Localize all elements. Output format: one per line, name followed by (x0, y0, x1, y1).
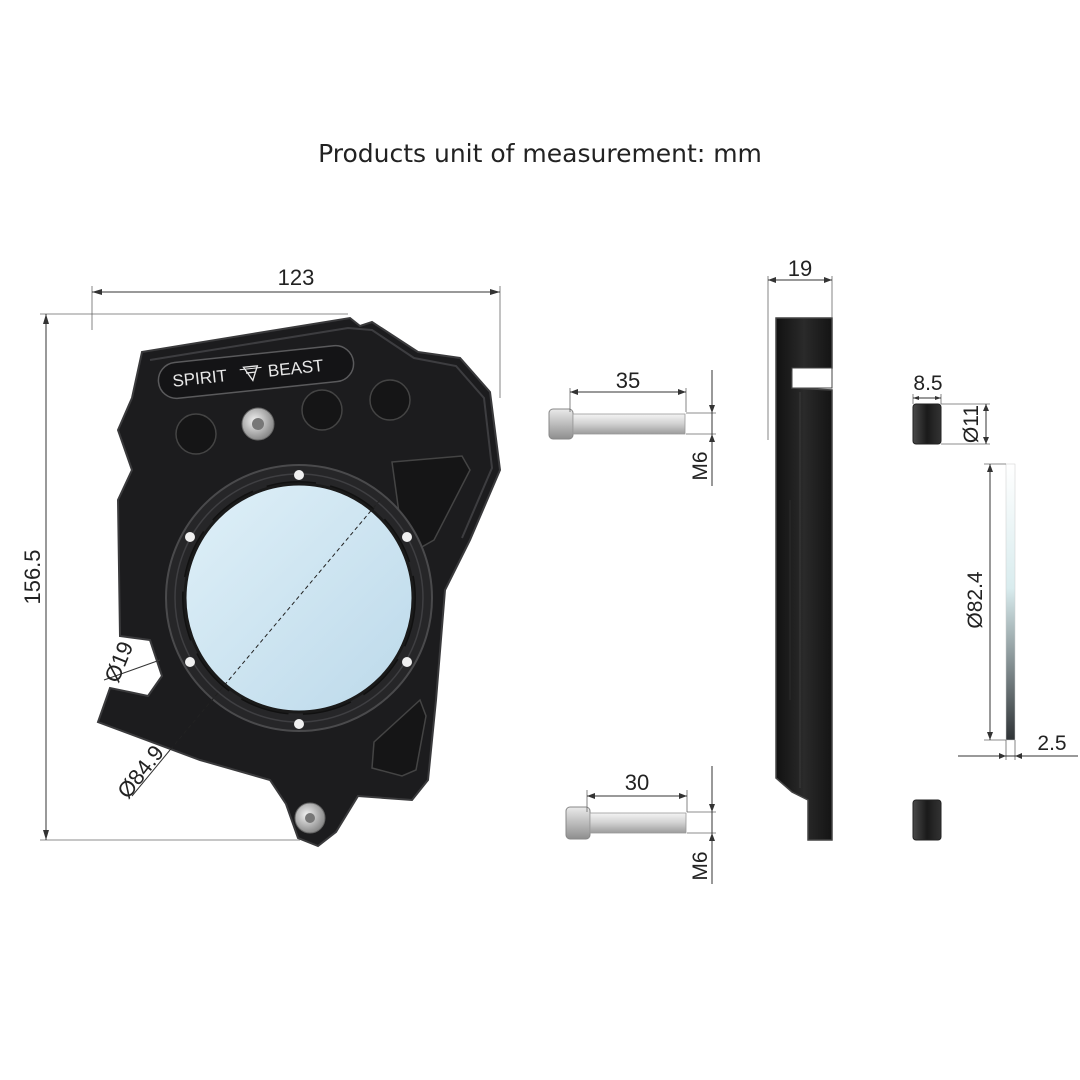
sprocket-cover-front-view: SPIRIT BEAST (96, 316, 502, 848)
bolt2-head (565, 806, 591, 840)
spirit-beast-logo: SPIRIT BEAST (157, 344, 355, 400)
bolt-pocket-3 (301, 389, 343, 431)
bolt-shank (572, 413, 686, 435)
lens-side-view: Ø82.4 2.5 (958, 463, 1078, 760)
bolt-m6x35: 35 M6 (548, 368, 716, 486)
spacer-bottom (912, 799, 942, 841)
dim-spacer-length-label: 8.5 (913, 372, 942, 395)
dim-lens-thickness-label: 2.5 (1037, 732, 1066, 755)
dim-width-label: 123 (278, 265, 315, 290)
logo-emblem-icon (239, 365, 262, 382)
dim-bolt1-thread-label: M6 (689, 451, 712, 480)
dim-thickness-label: 19 (788, 256, 812, 281)
dim-bolt2-length-label: 30 (625, 770, 649, 795)
pocket-lower-right (371, 698, 427, 777)
plate-edge-bevel (149, 326, 494, 539)
dim-height-label: 156.5 (20, 549, 45, 604)
spacer-top: 8.5 Ø11 (912, 372, 990, 445)
side-view-dimensions: 19 (767, 256, 833, 440)
ring-bolt-holes (185, 470, 412, 729)
screw-socket-bottom (305, 813, 315, 823)
dim-notch-diameter-label: Ø19 (99, 638, 138, 686)
dim-bolt1-length-label: 35 (616, 368, 640, 393)
dim-lens-diameter-label: Ø82.4 (964, 571, 987, 629)
bolt-m6x30: 30 M6 (565, 766, 716, 884)
bolt-pocket-1 (175, 413, 217, 455)
bolt-head (548, 408, 574, 440)
screw-socket (252, 418, 264, 430)
bolt-pocket-4 (369, 379, 411, 421)
dim-spacer-diameter-label: Ø11 (960, 405, 983, 443)
dim-bolt2-thread-label: M6 (689, 851, 712, 880)
window-diameter-line (169, 499, 381, 751)
inspection-window (183, 482, 415, 714)
page-title: Products unit of measurement: mm (318, 139, 762, 168)
sprocket-cover-side-view (775, 317, 833, 841)
bolt2-shank (589, 812, 687, 834)
dim-window-diameter-label: Ø84.9 (112, 740, 169, 803)
